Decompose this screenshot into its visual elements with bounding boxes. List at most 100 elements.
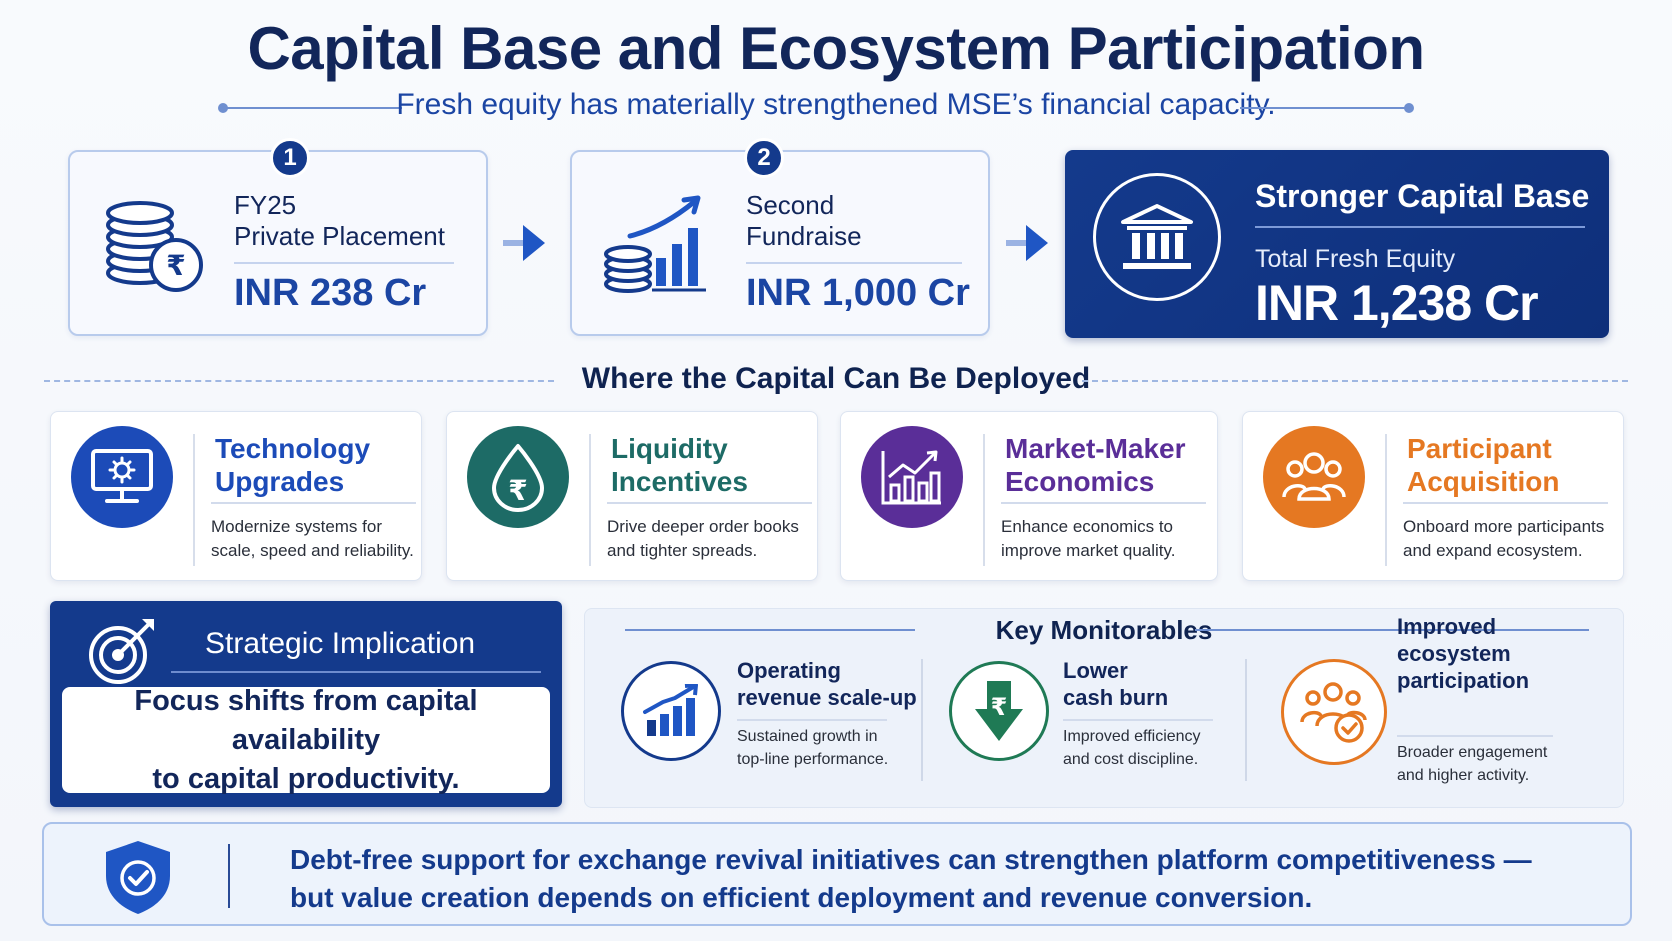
- deploy-description: Drive deeper order books and tighter spr…: [607, 515, 799, 563]
- monitor-title-line2: ecosystem: [1397, 641, 1511, 666]
- key-monitorables-panel: Key Monitorables Operating revenue scale…: [584, 608, 1624, 808]
- heading-right-dashes: [1082, 380, 1628, 382]
- page-title: Capital Base and Ecosystem Participation: [247, 15, 1425, 82]
- deploy-description: Onboard more participants and expand eco…: [1403, 515, 1604, 563]
- monitor-divider: [1397, 735, 1553, 737]
- arrow-2-stem: [1006, 240, 1026, 246]
- deploy-heading-text: Where the Capital Can Be Deployed: [581, 362, 1091, 395]
- banner-text: Debt-free support for exchange revival i…: [290, 841, 1532, 917]
- step-1-value: INR 238 Cr: [234, 272, 427, 314]
- deploy-divider-vertical: [983, 434, 985, 566]
- arrow-right-icon: [1026, 225, 1048, 261]
- deploy-desc-line2: and expand ecosystem.: [1403, 541, 1583, 560]
- banner-divider: [228, 844, 230, 908]
- step-2-value: INR 1,000 Cr: [746, 272, 970, 314]
- monitor-divider: [737, 719, 887, 721]
- deploy-divider: [211, 502, 416, 504]
- monitor-desc-line2: top-line performance.: [737, 751, 889, 768]
- conclusion-banner: Debt-free support for exchange revival i…: [42, 822, 1632, 926]
- monitor-title-line2: cash burn: [1063, 685, 1169, 710]
- subtitle-right-dot: [1404, 103, 1414, 113]
- deploy-divider-vertical: [589, 434, 591, 566]
- rupee-drop-icon: ₹: [467, 426, 569, 528]
- monitor-heading-left-line: [625, 629, 915, 631]
- deploy-title: Liquidity Incentives: [611, 432, 748, 498]
- deploy-title-line1: Technology: [215, 433, 371, 464]
- step-card-1: 1 ₹ FY25 Private Placement INR 238 Cr: [68, 138, 488, 336]
- deploy-title-line2: Acquisition: [1407, 466, 1560, 497]
- svg-text:₹: ₹: [166, 249, 185, 282]
- rupee-down-arrow-icon: ₹: [949, 661, 1049, 761]
- deploy-title-line2: Upgrades: [215, 466, 345, 497]
- deploy-desc-line1: Enhance economics to: [1001, 517, 1173, 536]
- monitor-title-line1: Operating: [737, 658, 841, 683]
- capital-divider: [1255, 226, 1585, 228]
- deploy-desc-line1: Onboard more participants: [1403, 517, 1605, 536]
- deploy-section-heading: Where the Capital Can Be Deployed: [0, 362, 1672, 402]
- deploy-title-line1: Liquidity: [611, 433, 728, 464]
- deploy-card-technology: Technology Upgrades Modernize systems fo…: [50, 411, 422, 581]
- monitor-description: Broader engagement and higher activity.: [1397, 741, 1547, 787]
- deploy-card-participant: Participant Acquisition Onboard more par…: [1242, 411, 1624, 581]
- deploy-title: Technology Upgrades: [215, 432, 370, 498]
- shield-check-icon: [102, 838, 174, 916]
- deploy-title-line2: Incentives: [611, 466, 748, 497]
- step-1-divider: [234, 262, 454, 264]
- monitor-desc-line1: Sustained growth in: [737, 728, 878, 745]
- step-badge-2: 2: [744, 138, 784, 178]
- capital-subtitle: Total Fresh Equity: [1255, 245, 1456, 273]
- deploy-title: Participant Acquisition: [1407, 432, 1559, 498]
- deploy-divider-vertical: [193, 434, 195, 566]
- growth-coins-icon: [602, 194, 708, 298]
- strategic-statement: Focus shifts from capital availability t…: [62, 685, 550, 795]
- arrow-1-stem: [503, 240, 523, 246]
- monitor-title: Operating revenue scale-up: [737, 657, 917, 711]
- target-arrow-icon: [86, 615, 158, 687]
- deploy-desc-line1: Drive deeper order books: [607, 517, 799, 536]
- monitor-desc-line1: Improved efficiency: [1063, 728, 1201, 745]
- deploy-desc-line2: scale, speed and reliability.: [211, 541, 414, 560]
- monitor-heading: Key Monitorables: [995, 615, 1213, 645]
- strategic-line2: to capital productivity.: [152, 762, 460, 795]
- subtitle-right-line: [1240, 107, 1408, 109]
- svg-text:₹: ₹: [508, 474, 527, 507]
- monitor-desc-line1: Broader engagement: [1397, 744, 1548, 761]
- heading-left-dashes: [44, 380, 554, 382]
- monitor-title-line2: revenue scale-up: [737, 685, 917, 710]
- people-group-icon: [1263, 426, 1365, 528]
- deploy-title-line2: Economics: [1005, 466, 1155, 497]
- step-card-2: 2 Second Fundraise INR 1,000 Cr: [570, 138, 990, 336]
- strategic-divider: [171, 671, 541, 673]
- strategic-line1: Focus shifts from capital availability: [134, 684, 478, 756]
- bank-building-icon: [1093, 173, 1221, 301]
- subtitle-row: Fresh equity has materially strengthened…: [0, 86, 1672, 126]
- step-badge-1: 1: [270, 138, 310, 178]
- strategic-title: Strategic Implication: [205, 627, 476, 660]
- banner-line2: but value creation depends on efficient …: [290, 882, 1313, 913]
- people-check-icon: [1281, 659, 1387, 765]
- svg-text:₹: ₹: [991, 693, 1008, 721]
- monitor-description: Sustained growth in top-line performance…: [737, 725, 888, 771]
- deploy-divider: [607, 502, 812, 504]
- monitor-divider: [1063, 719, 1213, 721]
- monitor-title: Improved ecosystem participation: [1397, 613, 1529, 694]
- step-1-label-line1: FY25: [234, 190, 297, 220]
- deploy-card-market-maker: Market-Maker Economics Enhance economics…: [840, 411, 1218, 581]
- deploy-divider: [1403, 502, 1608, 504]
- monitor-gear-icon: [71, 426, 173, 528]
- capital-base-card: Stronger Capital Base Total Fresh Equity…: [1065, 150, 1609, 338]
- bar-chart-icon: [861, 426, 963, 528]
- monitor-title-line1: Improved: [1397, 614, 1497, 639]
- page-subtitle: Fresh equity has materially strengthened…: [396, 88, 1276, 121]
- deploy-card-liquidity: ₹ Liquidity Incentives Drive deeper orde…: [446, 411, 818, 581]
- monitor-description: Improved efficiency and cost discipline.: [1063, 725, 1201, 771]
- deploy-desc-line1: Modernize systems for: [211, 517, 382, 536]
- step-2-label-line2: Fundraise: [746, 221, 862, 251]
- growth-chart-icon: [621, 661, 721, 761]
- deploy-divider-vertical: [1385, 434, 1387, 566]
- capital-title: Stronger Capital Base: [1255, 178, 1590, 214]
- subtitle-left-line: [226, 107, 402, 109]
- step-2-divider: [746, 262, 962, 264]
- strategic-implication-card: Strategic Implication Focus shifts from …: [50, 601, 562, 807]
- rupee-coins-icon: ₹: [98, 197, 208, 297]
